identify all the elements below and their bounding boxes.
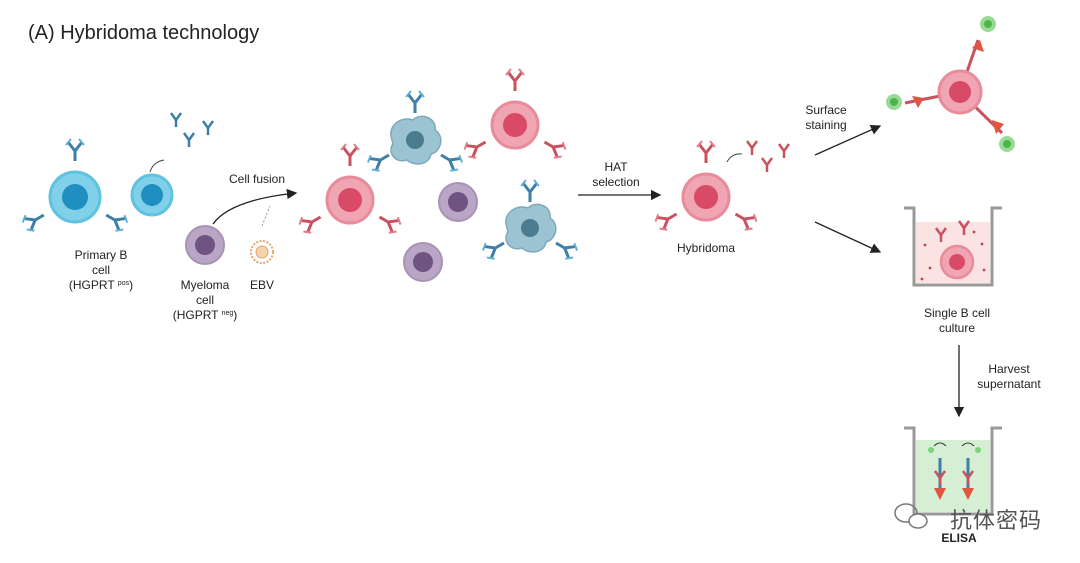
myeloma-label-line2: cell — [195, 293, 214, 307]
secretion-arrow-curve — [149, 159, 165, 173]
hybridoma-secretion-curve — [726, 153, 743, 163]
elisa-well — [904, 426, 1002, 516]
single-cell-culture-arrow — [814, 221, 882, 253]
myeloma-sup: neg — [221, 310, 234, 317]
free-antibodies-red — [745, 139, 791, 174]
surface-label-line1: Surface — [805, 103, 847, 117]
myeloma-cell — [185, 225, 225, 265]
cell-fusion-label: Cell fusion — [228, 172, 286, 186]
primary-b-sup: pos — [117, 280, 130, 287]
myeloma-hgprt: (HGPRT — [172, 308, 219, 322]
primary-b-cell-with-antibodies — [20, 139, 129, 234]
primary-b-label-line1: Primary B — [74, 248, 128, 262]
culture-well — [904, 206, 1002, 287]
surface-staining-arrow — [814, 124, 882, 156]
hybridoma-cell-mix-1 — [462, 69, 568, 161]
myeloma-cell-mix-2 — [403, 242, 443, 282]
myeloma-label-line1: Myeloma — [180, 278, 230, 292]
free-antibodies-blue — [169, 111, 215, 149]
wechat-logo-icon — [894, 503, 928, 529]
primary-b-cell-plain — [130, 173, 174, 217]
figure-title: (A) Hybridoma technology — [28, 22, 260, 44]
ebv-dashed-line — [261, 205, 271, 227]
myeloma-close: ) — [233, 308, 238, 322]
stained-hybridoma — [886, 16, 1015, 152]
watermark-text: 抗体密码 — [949, 508, 1042, 533]
hybridoma-cell — [653, 141, 759, 233]
dying-b-cell-2 — [505, 203, 557, 253]
harvest-label-line2: supernatant — [977, 377, 1041, 391]
primary-b-label-line3: (HGPRT pos) — [66, 278, 136, 293]
hat-selection-label: HAT selection — [586, 160, 646, 190]
ebv-virus-icon — [250, 240, 274, 264]
elisa-label: ELISA — [941, 531, 977, 545]
ebv-label: EBV — [249, 278, 274, 292]
single-b-label-line2: culture — [938, 321, 976, 335]
single-b-label-line1: Single B cell — [923, 306, 991, 320]
hybridoma-label: Hybridoma — [676, 241, 736, 255]
single-b-cell-culture-label: Single B cell culture — [914, 306, 1000, 336]
primary-b-label-line2: cell — [91, 263, 110, 277]
cell-fusion-arrow — [212, 188, 298, 225]
primary-b-cell-label: Primary B cell (HGPRT pos) — [66, 248, 136, 293]
primary-b-hgprt: (HGPRT — [68, 278, 115, 292]
hat-label-line2: selection — [592, 175, 640, 189]
surface-staining-label: Surface staining — [796, 103, 856, 133]
dying-b-cell-1 — [390, 115, 442, 165]
surface-label-line2: staining — [805, 118, 847, 132]
harvest-supernatant-label: Harvest supernatant — [968, 362, 1050, 392]
harvest-label-line1: Harvest — [988, 362, 1030, 376]
myeloma-label: Myeloma cell (HGPRT neg) — [168, 278, 242, 323]
hat-label-line1: HAT — [604, 160, 628, 174]
myeloma-label-line3: (HGPRT neg) — [168, 308, 242, 323]
primary-b-close: ) — [129, 278, 134, 292]
myeloma-cell-mix-1 — [438, 182, 478, 222]
